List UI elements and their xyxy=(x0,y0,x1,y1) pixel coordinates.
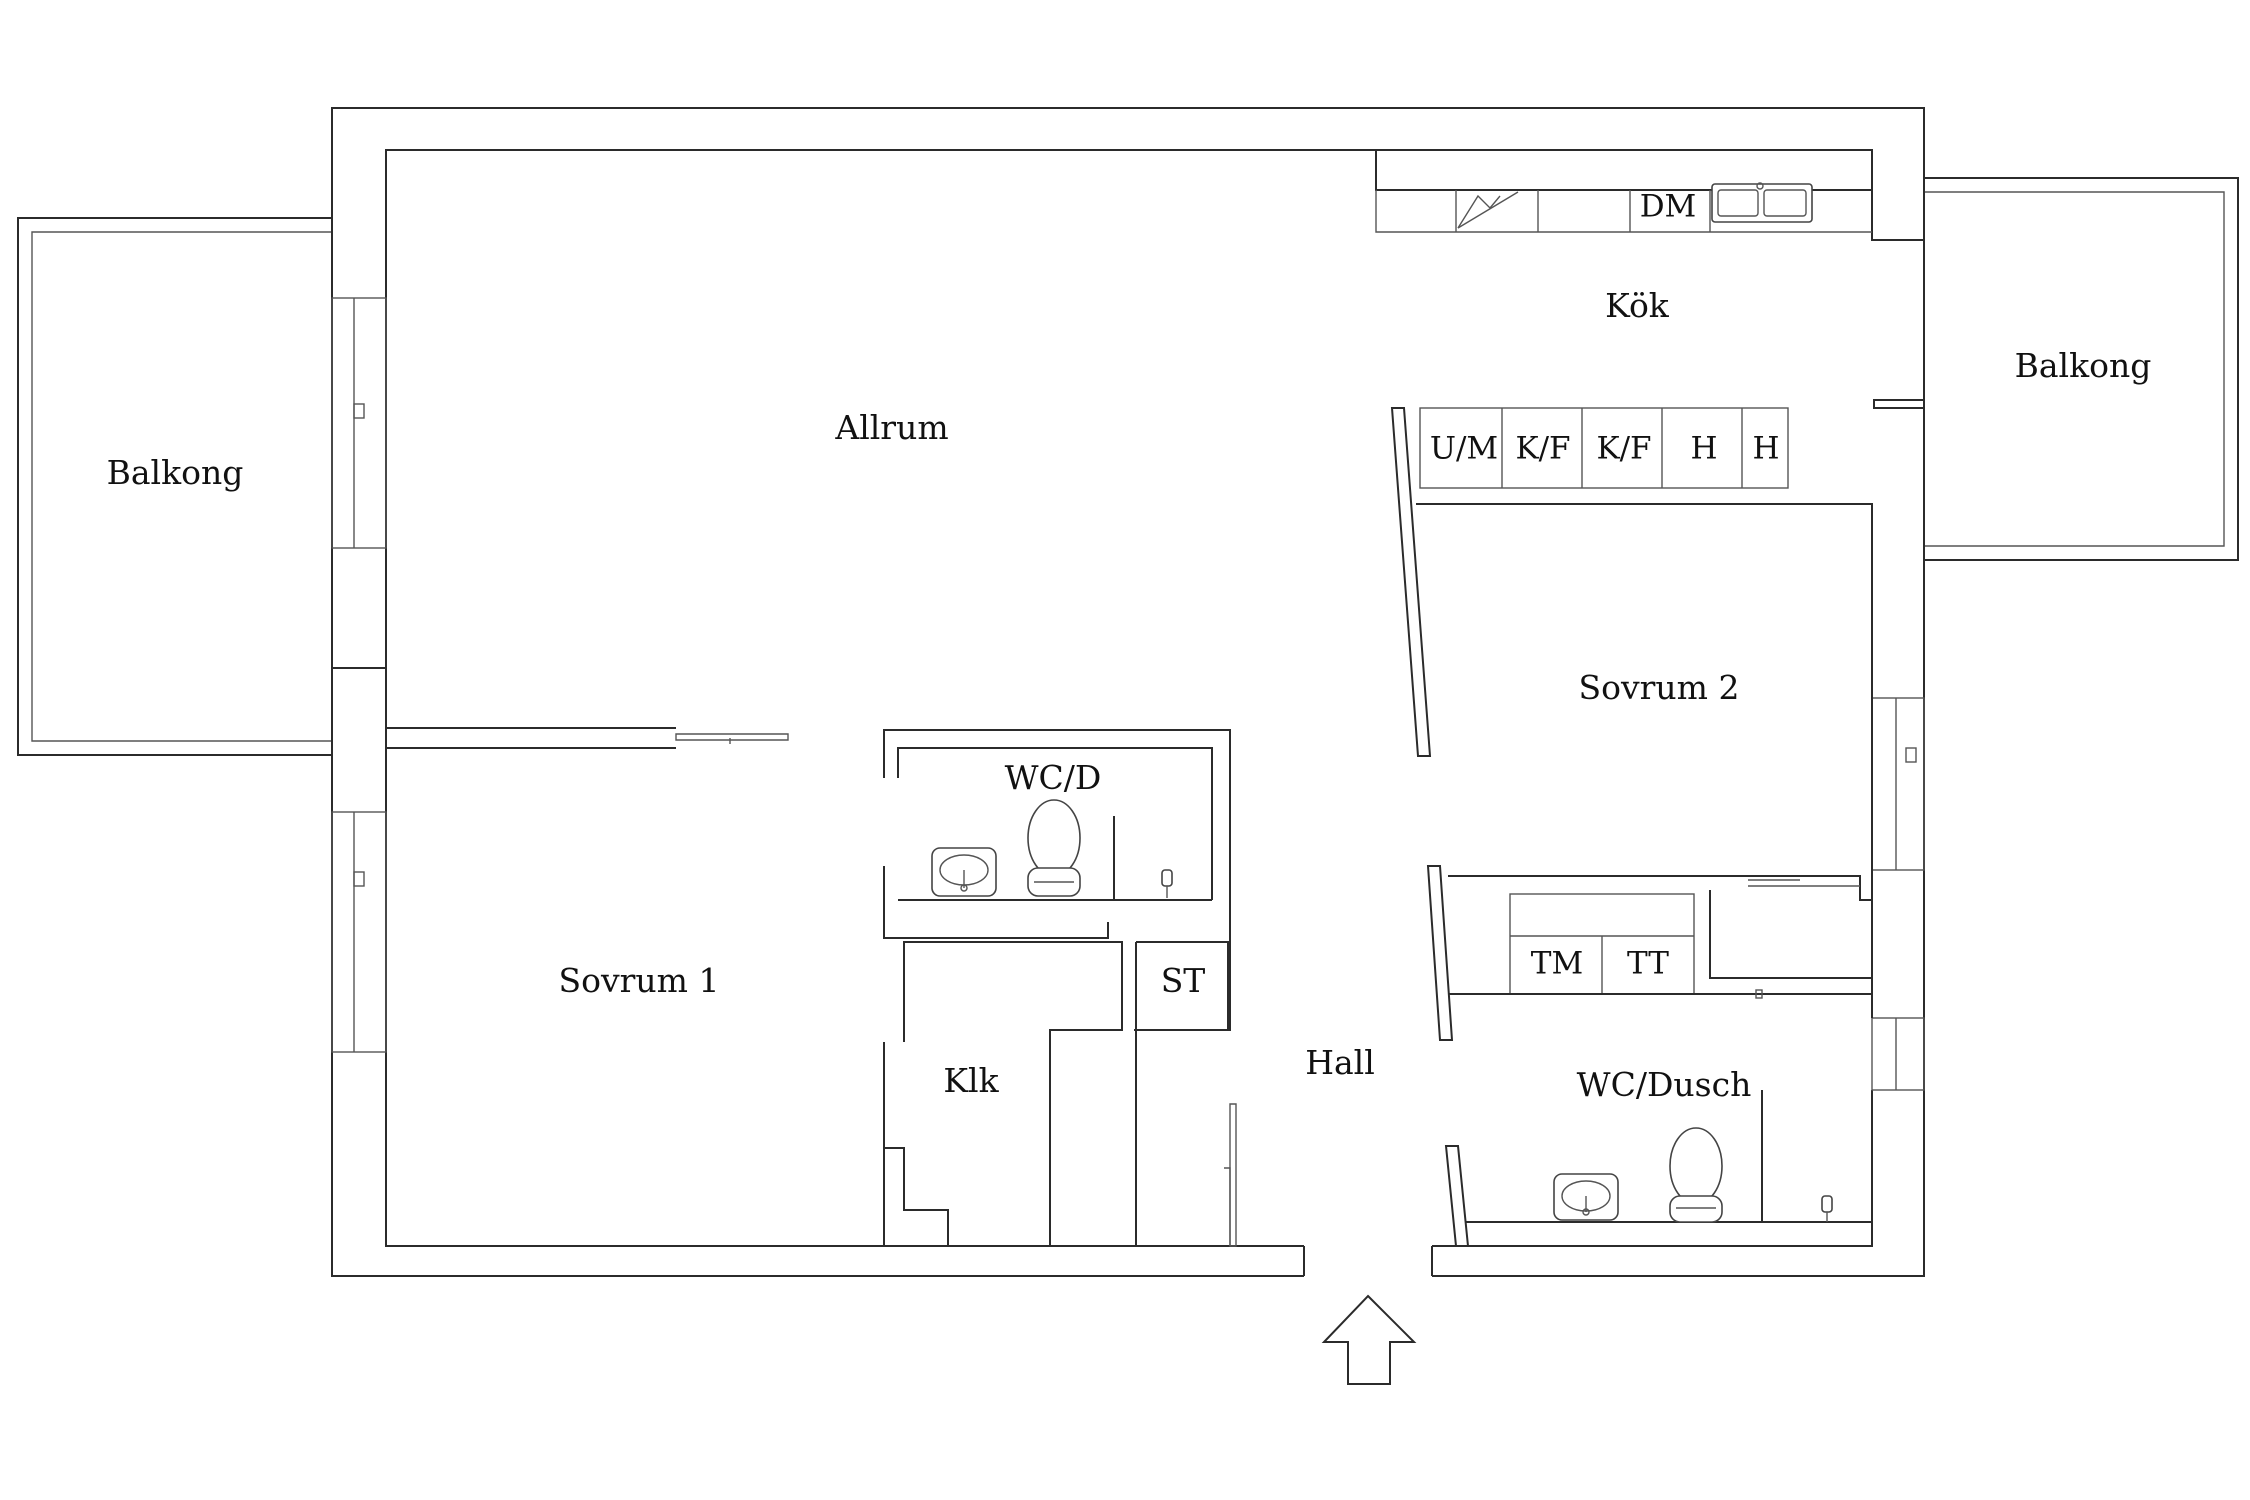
hall-door-frame xyxy=(1224,1103,1237,1247)
room-label-wc-dusch: WC/Dusch xyxy=(1577,1065,1752,1104)
bedroom1-walls xyxy=(385,727,789,749)
room-label-wc-d: WC/D xyxy=(1005,758,1102,797)
room-label-balkong-left: Balkong xyxy=(107,453,244,492)
appliance-tt: TT xyxy=(1627,946,1669,982)
sink-icon xyxy=(1553,1173,1619,1221)
balcony-right xyxy=(1924,177,2239,561)
bathroom-d-walls xyxy=(883,729,1231,1031)
laundry-row xyxy=(1448,893,1873,1018)
appliance-tm: TM xyxy=(1531,946,1583,982)
toilet-icon xyxy=(1027,799,1081,897)
appliance-h-1: H xyxy=(1690,431,1717,467)
room-label-sovrum-1: Sovrum 1 xyxy=(559,961,720,1000)
room-label-klk: Klk xyxy=(943,1061,999,1100)
outer-walls xyxy=(331,107,1925,1277)
room-label-hall: Hall xyxy=(1305,1043,1375,1082)
floor-drain-icon xyxy=(1821,1195,1833,1222)
kitchen-counter xyxy=(1375,149,1873,233)
wall-stub-left xyxy=(332,667,387,728)
sink-icon xyxy=(931,847,997,897)
window-right-upper xyxy=(1871,697,1925,871)
toilet-icon xyxy=(1669,1127,1723,1223)
room-label-sovrum-2: Sovrum 2 xyxy=(1579,668,1740,707)
window-left-lower xyxy=(331,811,387,1053)
room-label-st: ST xyxy=(1161,961,1206,1000)
balcony-left xyxy=(17,217,332,756)
floor-drain-icon xyxy=(1161,869,1173,898)
room-label-balkong-right: Balkong xyxy=(2015,346,2152,385)
appliance-dm: DM xyxy=(1640,189,1697,225)
closet-walls xyxy=(883,941,1229,1246)
appliance-kf-1: K/F xyxy=(1515,431,1570,467)
room-label-allrum: Allrum xyxy=(834,408,948,447)
wardrobe-row xyxy=(1390,407,1789,757)
room-label-kok: Kök xyxy=(1605,286,1670,325)
appliance-um: U/M xyxy=(1430,431,1498,467)
window-right-lower xyxy=(1871,1017,1925,1091)
sink-icon xyxy=(1711,182,1813,223)
window-left-upper xyxy=(331,297,387,549)
appliance-h-2: H xyxy=(1752,431,1779,467)
kitchen-wall-right xyxy=(1873,399,1924,409)
bathroom-dusch-walls xyxy=(1444,1090,1872,1247)
appliance-kf-2: K/F xyxy=(1596,431,1651,467)
entrance-arrow-icon xyxy=(1321,1294,1417,1385)
